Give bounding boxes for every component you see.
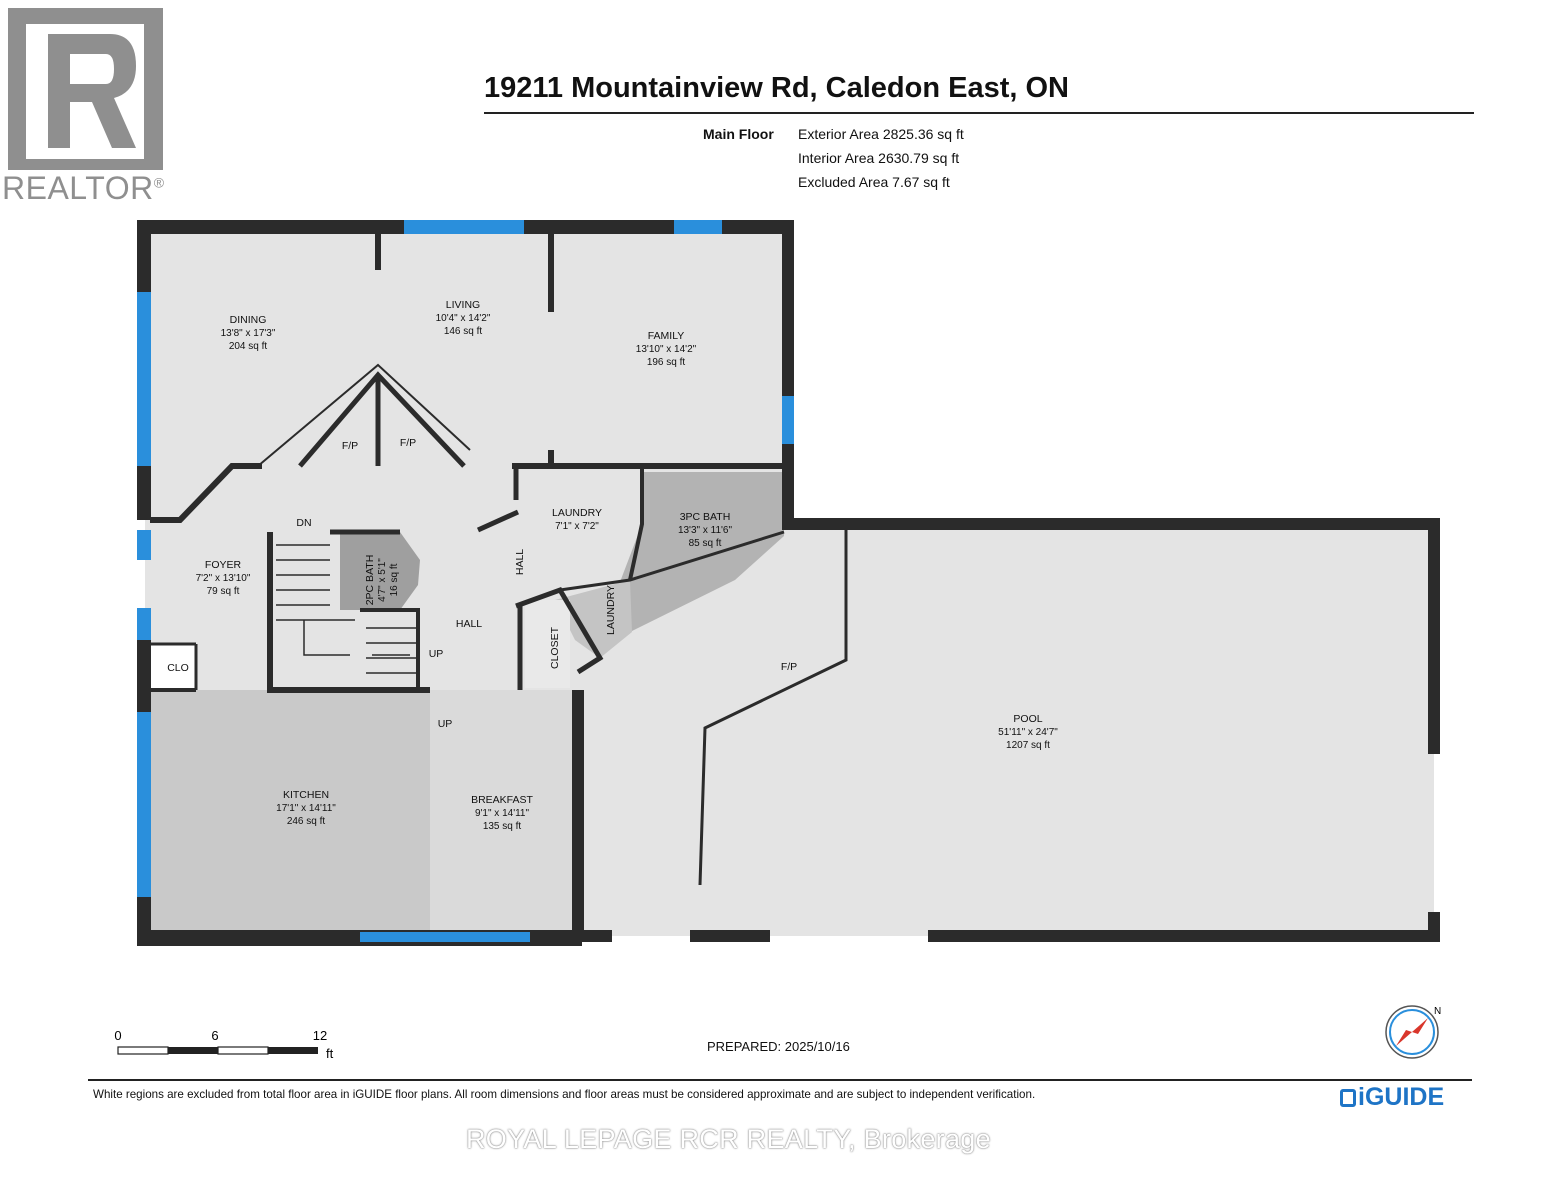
- realtor-logo: [8, 8, 163, 170]
- room-breakfast-label: BREAKFAST 9'1" x 14'11" 135 sq ft: [471, 794, 533, 832]
- svg-text:LAUNDRY: LAUNDRY: [552, 507, 602, 519]
- realtor-wordmark: REALTOR®: [2, 170, 165, 206]
- svg-text:204 sq ft: 204 sq ft: [229, 341, 268, 352]
- svg-text:10'4" x 14'2": 10'4" x 14'2": [436, 313, 491, 324]
- svg-text:13'10" x 14'2": 13'10" x 14'2": [636, 344, 697, 355]
- svg-text:1207 sq ft: 1207 sq ft: [1006, 740, 1050, 751]
- svg-text:POOL: POOL: [1013, 713, 1042, 725]
- fireplace-label-pool: F/P: [781, 661, 797, 673]
- excluded-area: Excluded Area 7.67 sq ft: [798, 174, 950, 190]
- svg-text:FOYER: FOYER: [205, 559, 242, 571]
- exterior-area: Exterior Area 2825.36 sq ft: [798, 126, 964, 142]
- floor-label: Main Floor: [703, 126, 774, 142]
- svg-text:3PC BATH: 3PC BATH: [680, 511, 731, 523]
- svg-text:85 sq ft: 85 sq ft: [689, 538, 722, 549]
- fireplace-label-1: F/P: [342, 440, 358, 452]
- svg-text:13'8" x 17'3": 13'8" x 17'3": [221, 328, 276, 339]
- title-divider: [484, 112, 1474, 114]
- svg-text:51'11" x 24'7": 51'11" x 24'7": [998, 727, 1058, 738]
- room-pool-label: POOL 51'11" x 24'7" 1207 sq ft: [998, 713, 1058, 751]
- svg-text:4'7" x 5'1": 4'7" x 5'1": [377, 558, 388, 602]
- windows: [137, 220, 794, 942]
- scale-bar: 0 6 12 ft: [114, 1028, 334, 1061]
- svg-text:246 sq ft: 246 sq ft: [287, 816, 326, 827]
- scale-tick-6: 6: [211, 1028, 218, 1043]
- floor-fills: [145, 226, 1434, 936]
- stairs-up-label: UP: [429, 648, 444, 660]
- svg-text:17'1" x 14'11": 17'1" x 14'11": [276, 803, 336, 814]
- svg-text:146 sq ft: 146 sq ft: [444, 326, 483, 337]
- room-laundry-label: LAUNDRY 7'1" x 7'2": [552, 507, 602, 532]
- brokerage-watermark: ROYAL LEPAGE RCR REALTY, Brokerage: [466, 1124, 991, 1154]
- svg-text:196 sq ft: 196 sq ft: [647, 357, 686, 368]
- svg-text:7'2" x 13'10": 7'2" x 13'10": [196, 573, 251, 584]
- room-living-label: LIVING 10'4" x 14'2" 146 sq ft: [436, 299, 491, 337]
- footer-divider: [88, 1079, 1472, 1081]
- scale-unit: ft: [326, 1046, 334, 1061]
- iguide-logo: iGUIDE: [1340, 1083, 1444, 1112]
- hall-label-vertical: HALL: [514, 549, 526, 575]
- compass-icon: N: [1385, 1005, 1441, 1059]
- fireplace-label-2: F/P: [400, 437, 416, 449]
- interior-walls: [150, 232, 848, 886]
- iguide-logo-icon: [1340, 1089, 1356, 1107]
- step-up-label: UP: [438, 718, 453, 730]
- scale-tick-0: 0: [114, 1028, 121, 1043]
- svg-text:2PC BATH: 2PC BATH: [364, 555, 376, 606]
- svg-text:DINING: DINING: [230, 314, 267, 326]
- svg-text:9'1" x 14'11": 9'1" x 14'11": [475, 808, 530, 819]
- room-kitchen-label: KITCHEN 17'1" x 14'11" 246 sq ft: [276, 789, 336, 827]
- laundry-label-vertical: LAUNDRY: [605, 585, 617, 635]
- svg-text:BREAKFAST: BREAKFAST: [471, 794, 533, 806]
- stairs-down-label: DN: [296, 517, 311, 529]
- stairs: [276, 544, 416, 674]
- svg-text:16 sq ft: 16 sq ft: [389, 563, 400, 596]
- closet-clo-label: CLO: [167, 662, 189, 674]
- prepared-date: PREPARED: 2025/10/16: [707, 1039, 850, 1054]
- svg-text:7'1" x 7'2": 7'1" x 7'2": [555, 521, 599, 532]
- interior-area: Interior Area 2630.79 sq ft: [798, 150, 960, 166]
- svg-text:13'3" x 11'6": 13'3" x 11'6": [678, 525, 733, 536]
- svg-text:LIVING: LIVING: [446, 299, 480, 311]
- svg-text:KITCHEN: KITCHEN: [283, 789, 329, 801]
- hall-label: HALL: [456, 618, 482, 630]
- room-dining-label: DINING 13'8" x 17'3" 204 sq ft: [221, 314, 276, 352]
- scale-tick-12: 12: [313, 1028, 327, 1043]
- disclaimer-text: White regions are excluded from total fl…: [93, 1088, 1036, 1101]
- room-3pc-bath-label: 3PC BATH 13'3" x 11'6" 85 sq ft: [678, 511, 733, 549]
- room-foyer-label: FOYER 7'2" x 13'10" 79 sq ft: [196, 559, 251, 597]
- compass-north-label: N: [1434, 1006, 1441, 1017]
- svg-text:FAMILY: FAMILY: [648, 330, 685, 342]
- svg-text:79 sq ft: 79 sq ft: [207, 586, 240, 597]
- closet-label: CLOSET: [549, 626, 561, 669]
- room-family-label: FAMILY 13'10" x 14'2" 196 sq ft: [636, 330, 697, 368]
- svg-text:135 sq ft: 135 sq ft: [483, 821, 522, 832]
- page-title: 19211 Mountainview Rd, Caledon East, ON: [484, 72, 1069, 104]
- room-2pc-bath-label: 2PC BATH 4'7" x 5'1" 16 sq ft: [364, 555, 400, 606]
